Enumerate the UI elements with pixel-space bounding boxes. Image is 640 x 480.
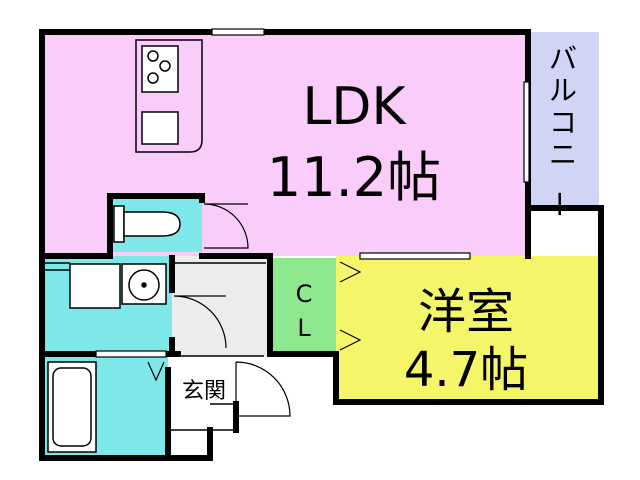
ldk-name: LDK	[302, 77, 407, 137]
closet	[272, 258, 336, 352]
entrance	[168, 356, 236, 456]
burner	[147, 50, 159, 62]
washing-machine-icon	[69, 263, 121, 309]
window	[211, 28, 265, 36]
kitchen-stove-icon	[141, 45, 179, 93]
window	[523, 81, 530, 183]
washbasin-icon	[121, 263, 167, 305]
balcony	[527, 32, 599, 208]
western-size: 4.7帖	[404, 342, 528, 398]
door-swing-icon	[147, 203, 362, 418]
western-room	[336, 256, 600, 400]
entrance-label: 玄関	[182, 379, 226, 404]
bathtub-icon	[47, 361, 97, 453]
walls	[39, 29, 604, 461]
balcony-label: バルコニー	[542, 42, 577, 218]
window	[359, 252, 471, 260]
hallway	[172, 256, 272, 356]
toilet-icon	[113, 205, 181, 243]
thin-lines	[42, 262, 266, 431]
sink-icon	[141, 111, 179, 145]
closet-label-c: C	[296, 280, 313, 308]
windows	[95, 28, 530, 358]
closet-label-l: L	[297, 314, 311, 342]
western-name: 洋室	[418, 284, 514, 340]
burner	[147, 72, 159, 84]
burner	[159, 60, 171, 72]
window	[95, 350, 167, 358]
ldk-size: 11.2帖	[267, 146, 441, 209]
kitchen-counter	[135, 39, 203, 153]
